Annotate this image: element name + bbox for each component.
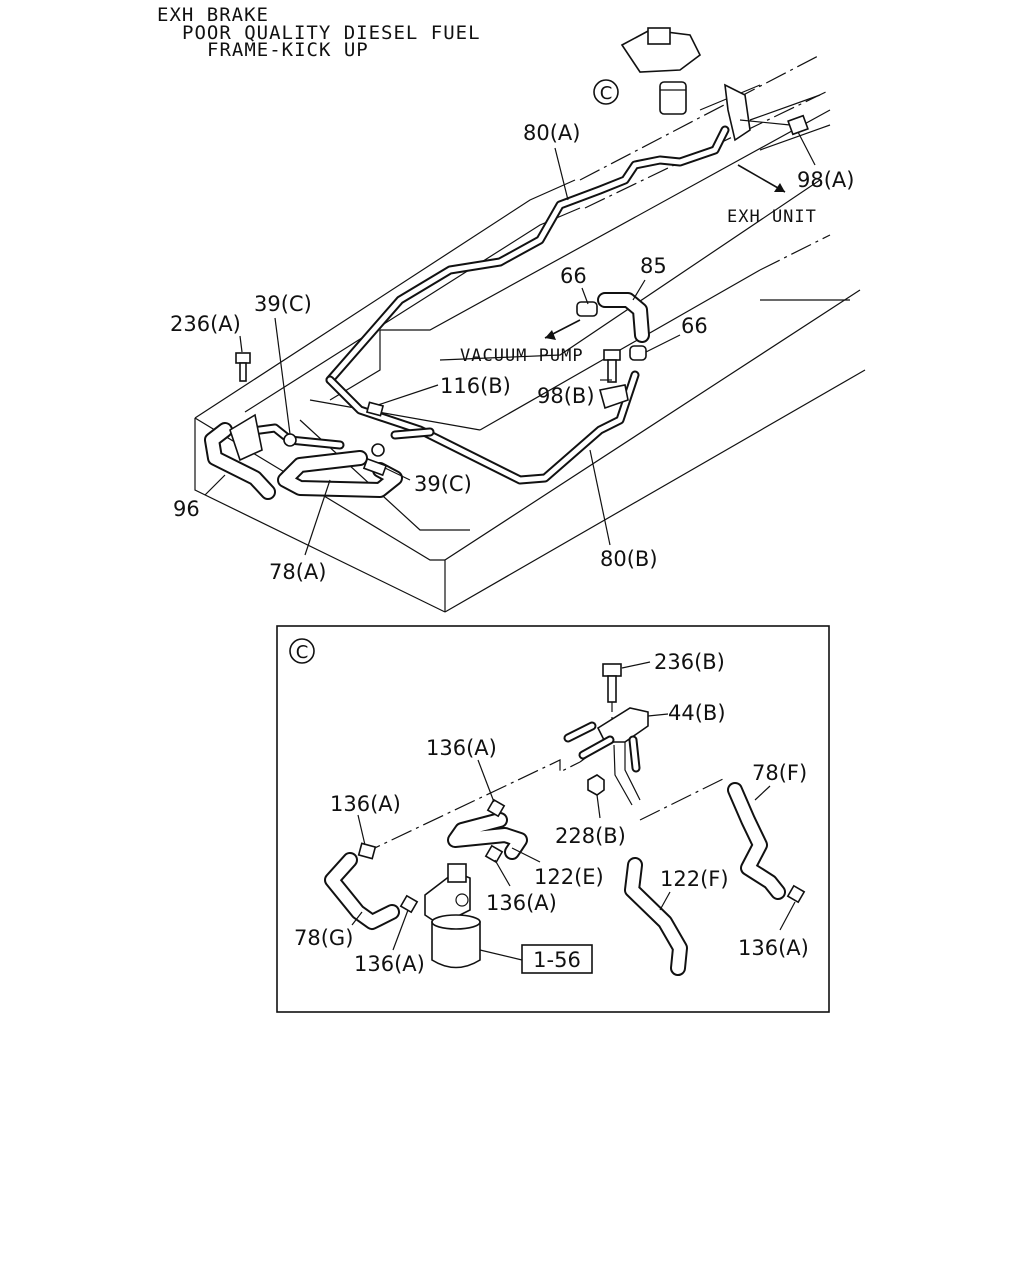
label-80a: 80(A) — [523, 121, 580, 145]
label-122e: 122(E) — [534, 865, 604, 889]
label-85: 85 — [640, 254, 667, 278]
label-78f: 78(F) — [752, 761, 807, 785]
label-44b: 44(B) — [668, 701, 726, 725]
note-exh-unit: EXH UNIT — [727, 164, 817, 227]
label-39c-top: 39(C) — [254, 292, 312, 316]
label-236b: 236(B) — [654, 650, 725, 674]
svg-text:VACUUM PUMP: VACUUM PUMP — [460, 346, 584, 366]
hose-96 — [204, 422, 276, 500]
label-98a: 98(A) — [797, 168, 854, 192]
filter-assembly — [424, 863, 481, 969]
callout-c-inset: C — [289, 638, 315, 664]
label-122f: 122(F) — [660, 867, 729, 891]
title-line-3: FRAME-KICK UP — [207, 39, 369, 61]
label-39c-bottom: 39(C) — [414, 472, 472, 496]
note-vacuum-pump: VACUUM PUMP — [460, 319, 584, 366]
label-228b: 228(B) — [555, 824, 626, 848]
label-136a-5: 136(A) — [354, 952, 425, 976]
svg-text:C: C — [600, 83, 613, 104]
label-136a-2: 136(A) — [330, 792, 401, 816]
label-116b: 116(B) — [440, 374, 511, 398]
detail-inset-c: C — [276, 625, 830, 1013]
title-line-1: EXH BRAKE — [157, 4, 269, 26]
svg-text:1-56: 1-56 — [533, 948, 581, 972]
svg-text:C: C — [296, 642, 309, 663]
label-98b: 98(B) — [537, 384, 595, 408]
pipe-80a — [325, 125, 730, 385]
label-78a: 78(A) — [269, 560, 326, 584]
label-136a-3: 136(A) — [486, 891, 557, 915]
label-80b: 80(B) — [600, 547, 658, 571]
label-236a: 236(A) — [170, 312, 241, 336]
leader-lines-main — [204, 131, 816, 556]
label-136a-4: 136(A) — [738, 936, 809, 960]
label-136a-1: 136(A) — [426, 736, 497, 760]
hose-85 — [597, 292, 650, 343]
label-78g: 78(G) — [294, 926, 353, 950]
label-66-left: 66 — [560, 264, 587, 288]
title-line-2: POOR QUALITY DIESEL FUEL — [182, 22, 481, 44]
callout-c-main: C — [593, 79, 619, 105]
exh-brake-valve-top — [620, 27, 702, 115]
svg-text:EXH UNIT: EXH UNIT — [727, 207, 817, 227]
label-96: 96 — [173, 497, 200, 521]
label-66-right: 66 — [681, 314, 708, 338]
hose-78a — [277, 450, 403, 498]
ref-box-1-56: 1-56 — [479, 944, 593, 974]
